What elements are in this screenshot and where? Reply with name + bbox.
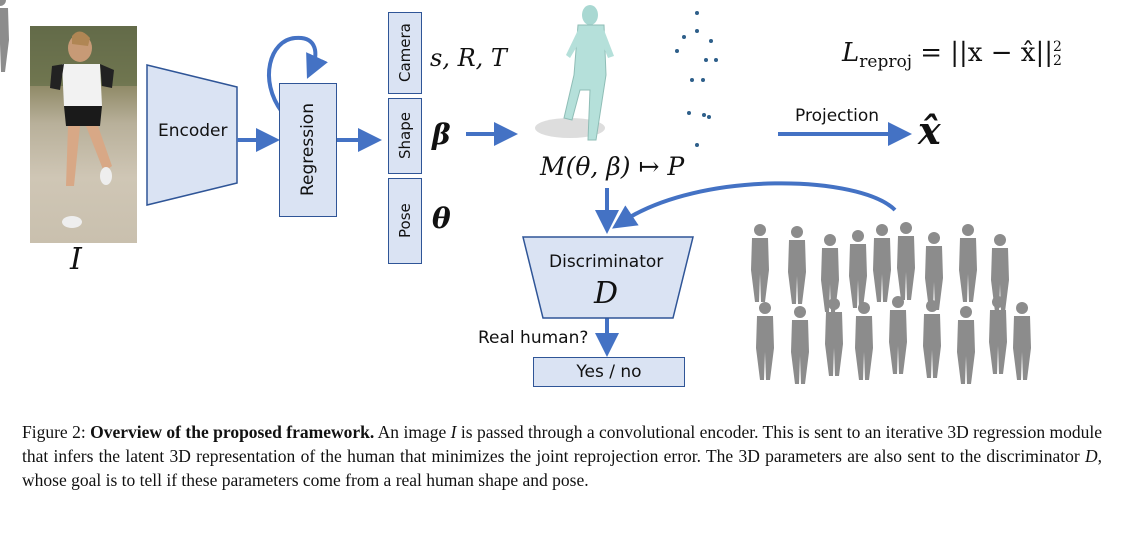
input-image — [30, 26, 137, 243]
mesh-formula: M(θ, β) ↦ P — [540, 152, 685, 181]
shape-label: Shape — [396, 112, 414, 160]
mesh-gallery — [0, 0, 1031, 384]
projection-output-symbol: x̂ — [918, 108, 941, 153]
diagram-canvas — [0, 0, 1031, 384]
arrow-gallery-to-discriminator — [612, 181, 897, 229]
camera-symbol: s, R, T — [430, 44, 507, 72]
camera-label: Camera — [396, 23, 414, 83]
camera-box: Camera — [388, 12, 422, 94]
shape-box: Shape — [388, 98, 422, 174]
pose-box: Pose — [388, 178, 422, 264]
pose-symbol: θ — [432, 202, 451, 235]
projection-label: Projection — [795, 106, 880, 126]
shape-symbol: β — [432, 118, 451, 151]
real-human-question: Real human? — [478, 328, 589, 348]
output-box: Yes / no — [533, 357, 685, 387]
regression-box: Regression — [279, 83, 337, 217]
projected-joints — [675, 11, 718, 147]
encoder-shape — [146, 64, 238, 206]
figure-caption: Figure 2: Overview of the proposed frame… — [22, 422, 1102, 490]
discriminator-shape — [522, 236, 694, 319]
discriminator-symbol: D — [594, 276, 619, 311]
caption-prefix: Figure 2: — [22, 422, 91, 442]
input-symbol: I — [70, 242, 82, 277]
discriminator-label: Discriminator — [549, 252, 664, 272]
caption-title: Overview of the proposed framework. — [90, 422, 375, 442]
pose-label: Pose — [396, 203, 414, 239]
regression-label: Regression — [298, 103, 318, 197]
runner-figure — [30, 26, 137, 228]
3d-mesh-model — [535, 5, 614, 141]
iteration-loop-arrow — [266, 35, 328, 114]
encoder-label: Encoder — [158, 121, 228, 141]
output-label: Yes / no — [576, 362, 642, 382]
